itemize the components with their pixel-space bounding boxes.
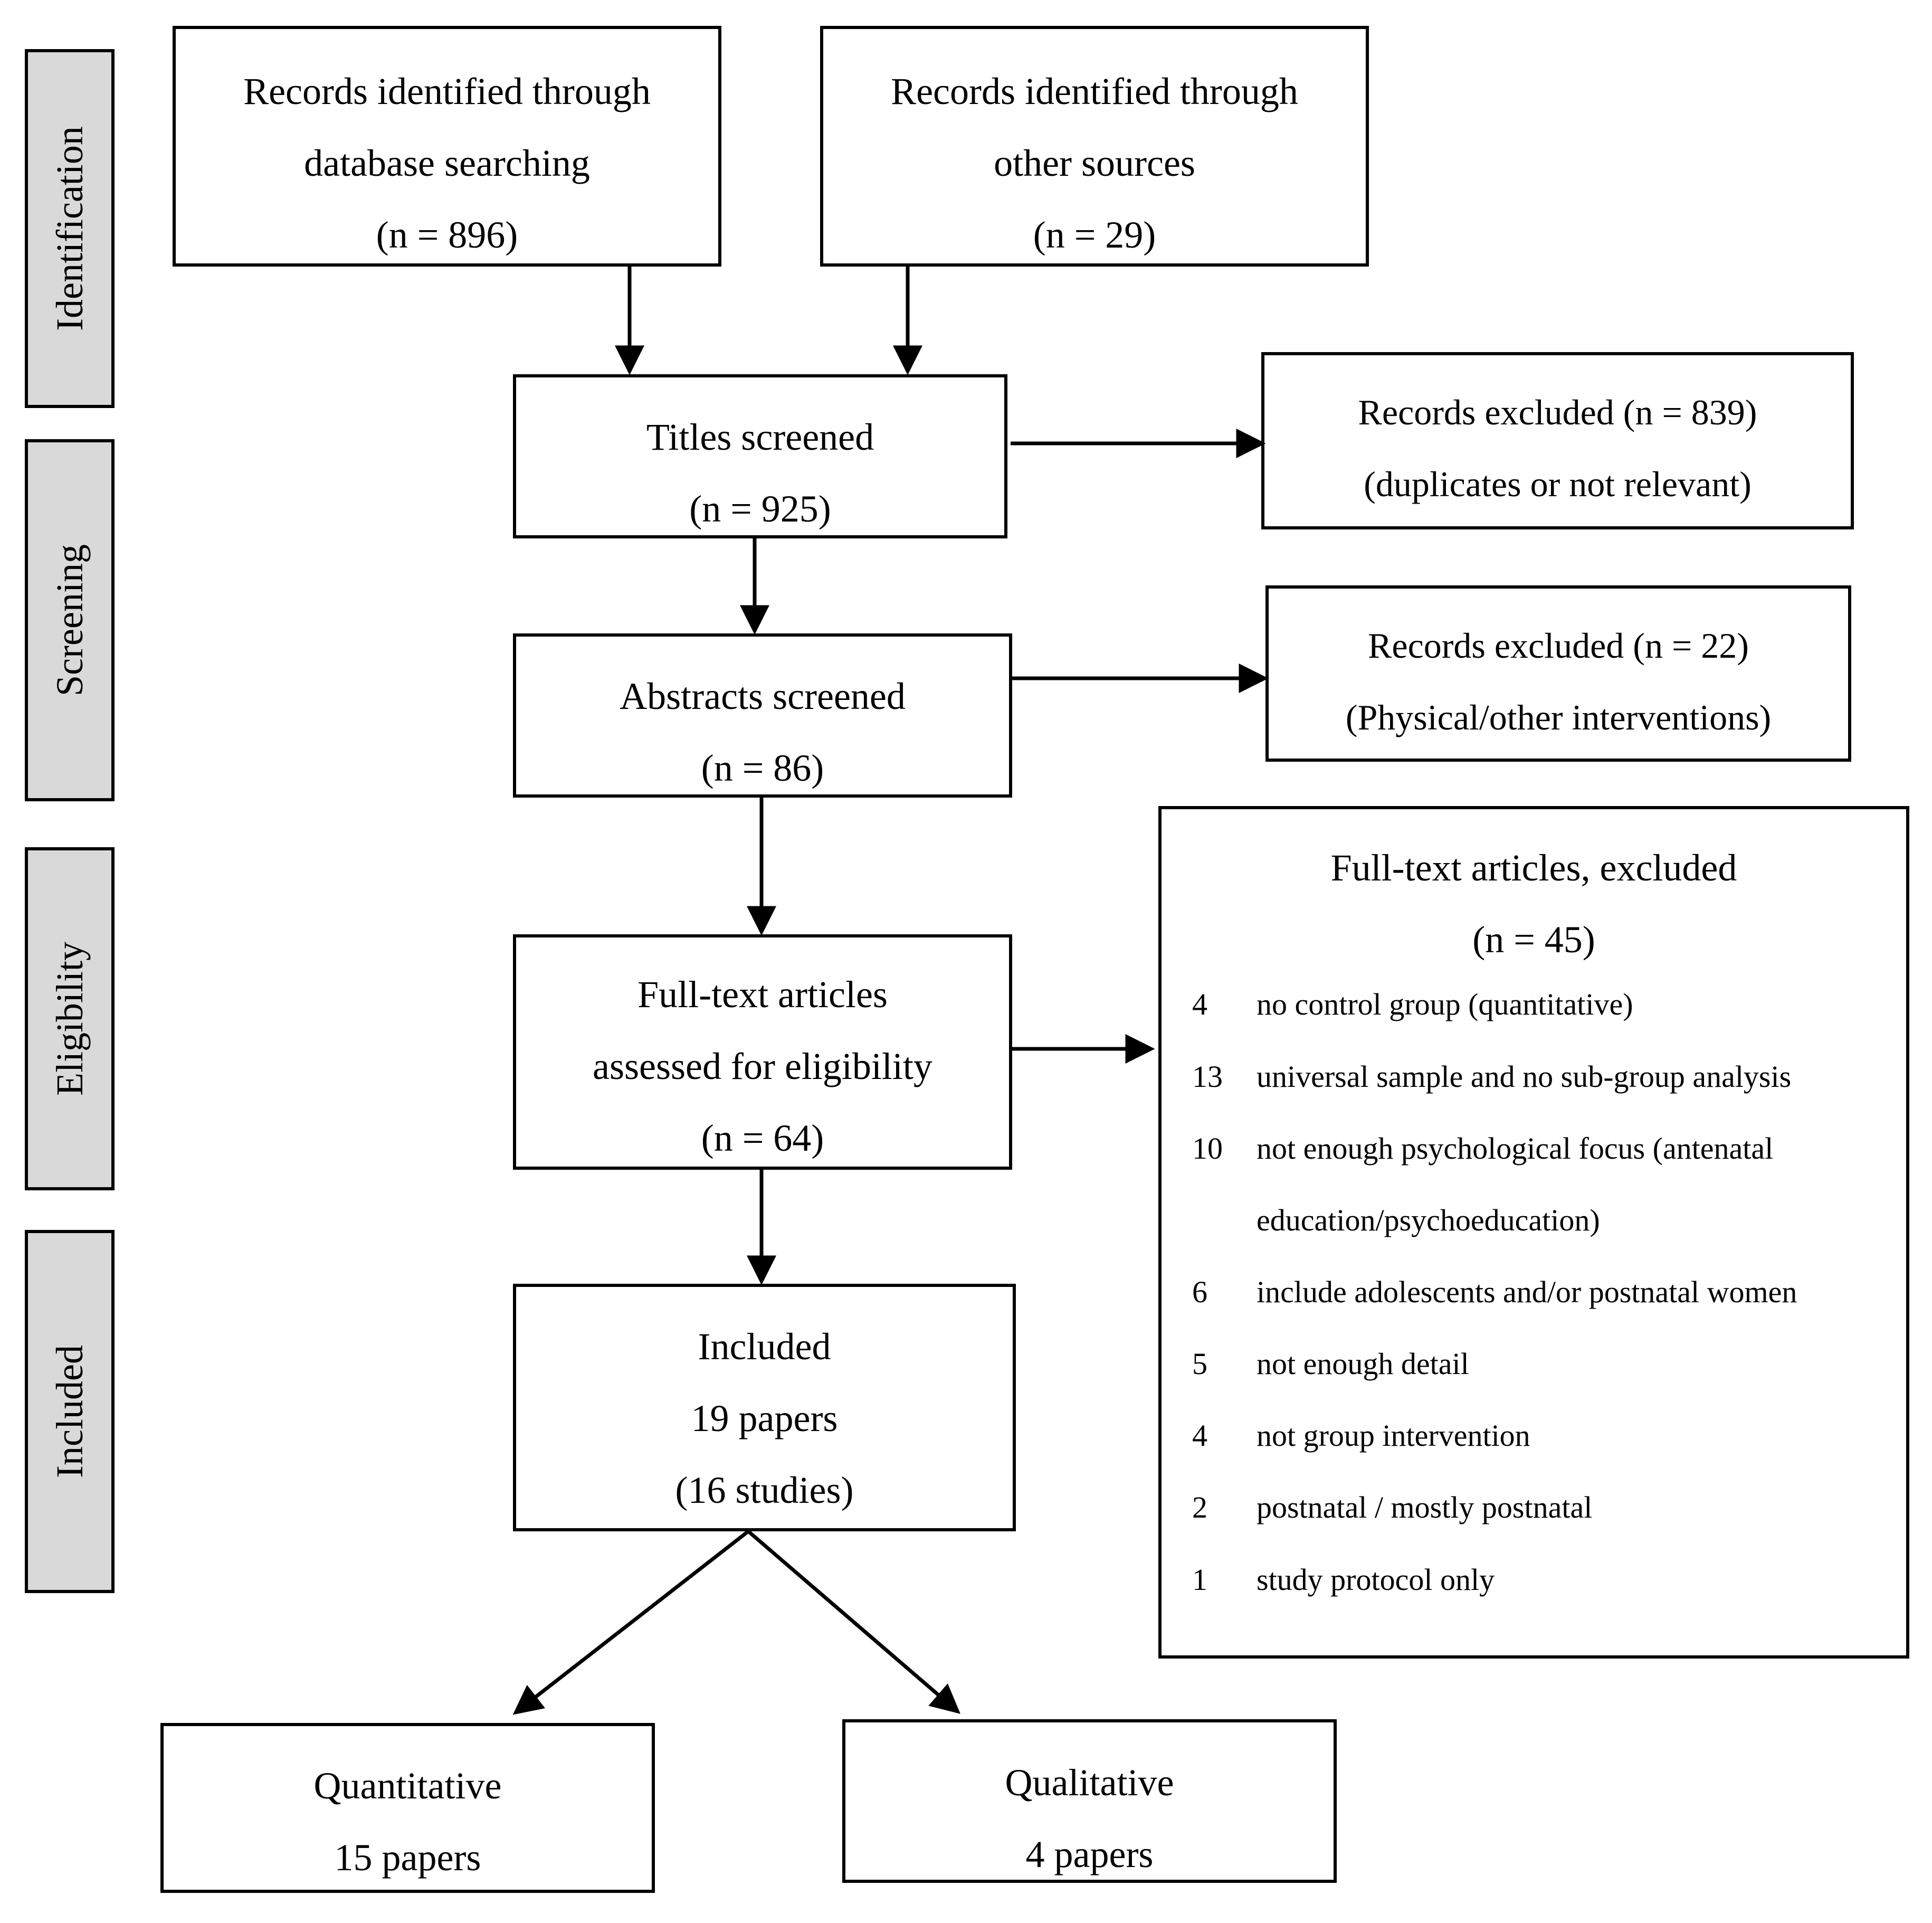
database-records-box: Records identified through database sear… [173, 26, 721, 267]
quantitative-papers: 15 papers [334, 1836, 481, 1879]
stage-eligibility: Eligibility [25, 847, 115, 1190]
stage-identification: Identification [25, 49, 115, 408]
titles-screened-box: Titles screened (n = 925) [513, 374, 1007, 538]
exclusion-reason-count: 6 [1192, 1275, 1207, 1309]
qualitative-papers: 4 papers [1025, 1833, 1154, 1875]
exclusion-reason-count: 4 [1192, 1418, 1207, 1453]
titles-screened-count: (n = 925) [689, 488, 831, 530]
exclusion-reason-text: no control group (quantitative) [1257, 987, 1633, 1021]
qualitative-label: Qualitative [1005, 1761, 1174, 1804]
exclusion-reason-row: education/psychoeducation) [1162, 1205, 1906, 1242]
exclusion-reason-text: not group intervention [1257, 1418, 1530, 1453]
records-excluded-abstracts-box: Records excluded (n = 22) (Physical/othe… [1265, 585, 1851, 762]
database-records-line1: Records identified through [243, 70, 651, 112]
exclusion-reason-text: study protocol only [1257, 1562, 1495, 1597]
quantitative-label: Quantitative [313, 1765, 502, 1807]
database-records-count: (n = 896) [376, 214, 518, 256]
exclusion-reason-count: 1 [1192, 1562, 1207, 1597]
exclusion-reason-row: 4 no control group (quantitative) [1162, 989, 1906, 1026]
fulltext-assessed-line2: assessed for eligibility [593, 1045, 932, 1087]
exclusion-reason-row: 4 not group intervention [1162, 1420, 1906, 1457]
exclusion-reason-count: 13 [1192, 1059, 1223, 1094]
qualitative-box: Qualitative 4 papers [842, 1719, 1337, 1883]
fulltext-assessed-count: (n = 64) [701, 1117, 824, 1159]
records-excluded-abstracts-line1: Records excluded (n = 22) [1368, 626, 1749, 666]
records-excluded-titles-line2: (duplicates or not relevant) [1364, 464, 1752, 504]
stage-included: Included [25, 1230, 115, 1593]
fulltext-excluded-box: Full-text articles, excluded (n = 45) 4 … [1158, 806, 1909, 1659]
exclusion-reason-text: not enough detail [1257, 1347, 1469, 1381]
fulltext-excluded-title: Full-text articles, excluded [1330, 847, 1737, 889]
exclusion-reason-count: 2 [1192, 1490, 1207, 1524]
other-sources-line1: Records identified through [891, 70, 1298, 112]
exclusion-reason-text: universal sample and no sub-group analys… [1257, 1059, 1792, 1094]
included-studies: (16 studies) [675, 1469, 854, 1511]
quantitative-box: Quantitative 15 papers [160, 1723, 655, 1893]
included-box: Included 19 papers (16 studies) [513, 1284, 1016, 1531]
exclusion-reason-row: 6 include adolescents and/or postnatal w… [1162, 1276, 1906, 1313]
abstracts-screened-box: Abstracts screened (n = 86) [513, 633, 1012, 798]
fulltext-excluded-count: (n = 45) [1472, 918, 1595, 961]
exclusion-reason-row: 5 not enough detail [1162, 1348, 1906, 1385]
exclusion-reason-text: not enough psychological focus (antenata… [1257, 1131, 1774, 1166]
exclusion-reason-text: postnatal / mostly postnatal [1257, 1490, 1593, 1524]
abstracts-screened-count: (n = 86) [701, 747, 824, 789]
titles-screened-label: Titles screened [646, 416, 874, 458]
exclusion-reason-row: 1 study protocol only [1162, 1564, 1906, 1601]
exclusion-reason-row: 10 not enough psychological focus (anten… [1162, 1133, 1906, 1170]
exclusion-reason-count: 4 [1192, 987, 1207, 1021]
stage-screening: Screening [25, 439, 115, 801]
arrow-included-to-quantitative [512, 1530, 750, 1715]
abstracts-screened-label: Abstracts screened [620, 675, 906, 717]
other-sources-count: (n = 29) [1033, 214, 1156, 256]
fulltext-assessed-box: Full-text articles assessed for eligibil… [513, 934, 1012, 1170]
exclusion-reason-count: 10 [1192, 1131, 1223, 1166]
exclusion-reason-text: include adolescents and/or postnatal wom… [1257, 1275, 1797, 1309]
included-label: Included [698, 1325, 831, 1368]
exclusion-reason-text: education/psychoeducation) [1257, 1203, 1600, 1237]
exclusion-reason-row: 13 universal sample and no sub-group ana… [1162, 1061, 1906, 1098]
records-excluded-titles-line1: Records excluded (n = 839) [1358, 392, 1757, 432]
exclusion-reason-count: 5 [1192, 1347, 1207, 1381]
arrow-included-to-qualitative [747, 1530, 960, 1714]
included-papers: 19 papers [691, 1397, 838, 1439]
other-sources-line2: other sources [994, 142, 1195, 184]
records-excluded-titles-box: Records excluded (n = 839) (duplicates o… [1261, 352, 1854, 529]
database-records-line2: database searching [304, 142, 590, 184]
other-sources-box: Records identified through other sources… [820, 26, 1369, 267]
records-excluded-abstracts-line2: (Physical/other interventions) [1345, 697, 1772, 737]
fulltext-assessed-line1: Full-text articles [637, 973, 888, 1016]
exclusion-reason-row: 2 postnatal / mostly postnatal [1162, 1492, 1906, 1529]
